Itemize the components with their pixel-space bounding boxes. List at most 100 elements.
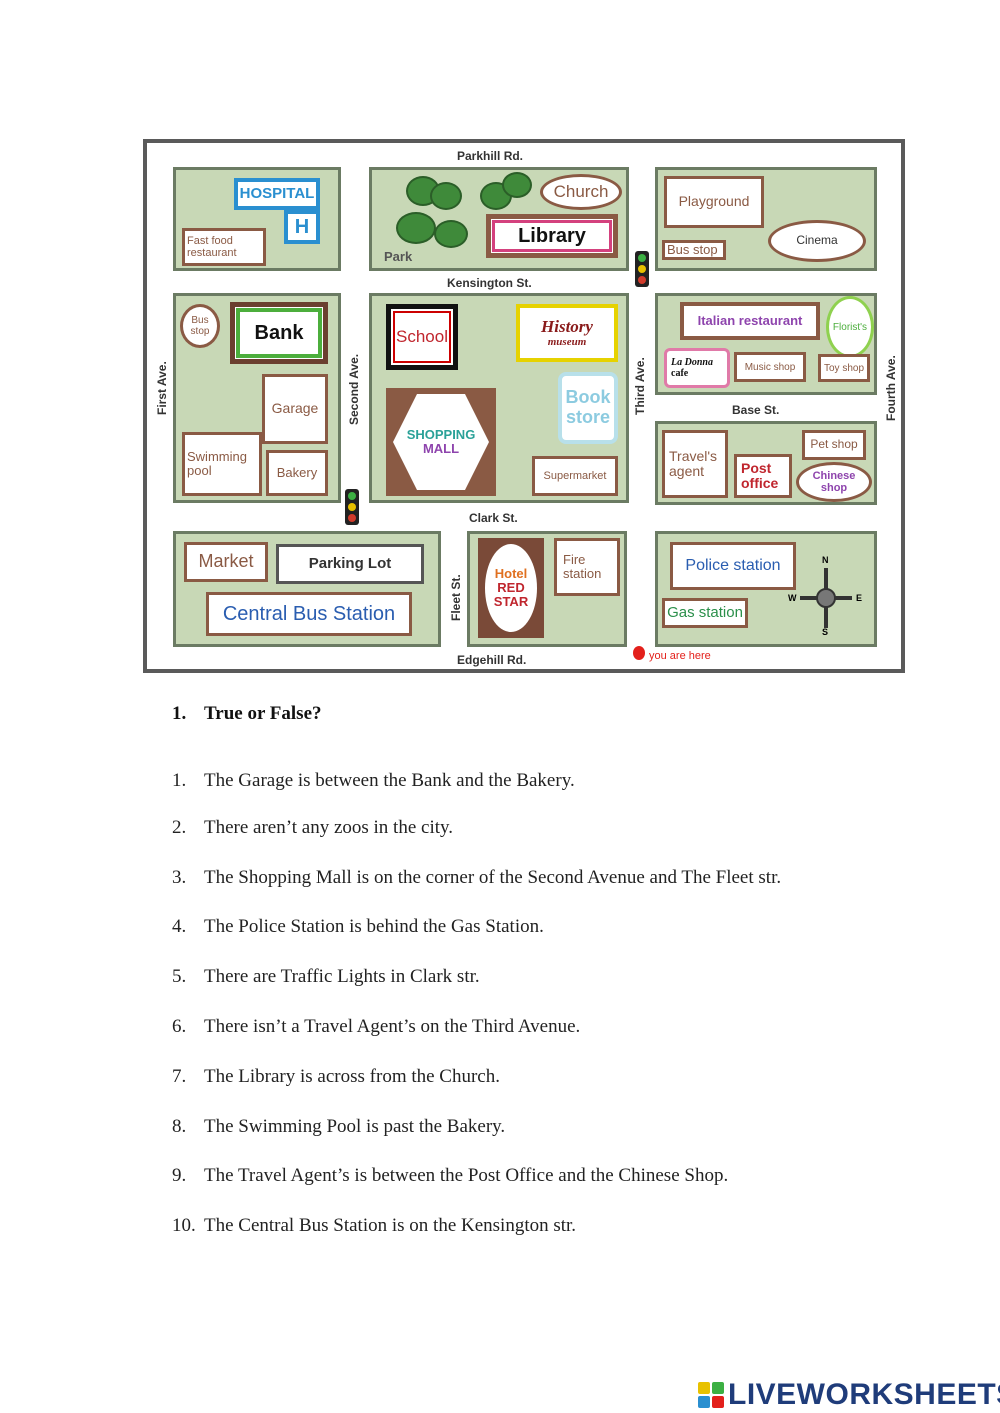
city-map: Parkhill Rd. Kensington St. Base St. Cla… [143, 139, 905, 673]
question-number: 3. [172, 867, 187, 888]
street-first-ave: First Ave. [155, 361, 169, 415]
question-text: The Garage is between the Bank and the B… [204, 770, 575, 791]
travels-agent-label-2: agent [669, 463, 705, 479]
tree-icon [430, 182, 462, 210]
question-number: 6. [172, 1016, 187, 1037]
block-hotel: Hotel RED STAR Fire station [467, 531, 627, 647]
shopping-mall-label-1: SHOPPING [406, 426, 476, 442]
question-number: 5. [172, 966, 187, 987]
question-5: 5.There are Traffic Lights in Clark str. [172, 966, 480, 988]
compass-s: S [822, 627, 829, 637]
tree-icon [396, 212, 436, 244]
compass-n: N [822, 555, 829, 565]
hospital-h-label: H [294, 216, 310, 238]
travels-agent: Travel's agent [662, 430, 728, 498]
block-bank: Bus stop Bank Garage Swimming pool Baker… [173, 293, 341, 503]
block-park: Park Church Library [369, 167, 629, 271]
la-donna-cafe: La Donna cafe [664, 348, 730, 388]
bakery-label: Bakery [276, 464, 318, 480]
you-are-here-label: you are here [649, 650, 711, 662]
question-text: The Shopping Mall is on the corner of th… [204, 867, 782, 888]
question-number: 9. [172, 1165, 187, 1186]
central-bus-station-label: Central Bus Station [222, 603, 396, 625]
question-text: The Swimming Pool is past the Bakery. [204, 1116, 506, 1137]
block-hospital: HOSPITAL H Fast food restaurant [173, 167, 341, 271]
school: School [386, 304, 458, 370]
question-4: 4.The Police Station is behind the Gas S… [172, 916, 544, 938]
hospital: HOSPITAL [234, 178, 320, 210]
school-label: School [396, 326, 448, 346]
swimming-pool-label: Swimming pool [187, 448, 247, 478]
la-donna-label-1: La Donna [671, 357, 713, 368]
fire-station-label-1: Fire [563, 551, 586, 567]
chinese-shop-label-2: shop [820, 482, 848, 494]
shopping-mall-frame: SHOPPING MALL [386, 388, 496, 496]
tree-icon [502, 172, 532, 198]
street-base: Base St. [732, 403, 780, 417]
book-store-label-1: Book [565, 387, 611, 408]
question-number: 2. [172, 817, 187, 838]
section-number: 1. [172, 703, 187, 724]
tree-icon [434, 220, 468, 248]
shopping-mall: SHOPPING MALL [393, 394, 489, 490]
question-2: 2. There aren’t any zoos in the city. [172, 817, 453, 839]
book-store-label-2: store [565, 407, 610, 427]
street-parkhill: Parkhill Rd. [457, 149, 524, 163]
fast-food-label: Fast food restaurant [187, 234, 237, 259]
question-text: The Police Station is behind the Gas Sta… [204, 916, 544, 937]
hotel-label-3: STAR [493, 594, 529, 610]
block-market: Market Parking Lot Central Bus Station [173, 531, 441, 647]
question-number: 1. [172, 770, 187, 791]
la-donna-label-2: cafe [671, 368, 689, 379]
police-station: Police station [670, 542, 796, 590]
street-fourth-ave: Fourth Ave. [884, 355, 898, 421]
question-number: 8. [172, 1116, 187, 1137]
history-museum: History museum [516, 304, 618, 362]
fire-station-label-2: station [563, 566, 602, 581]
bus-stop-left: Bus stop [180, 304, 220, 348]
logo-wordmark: LIVEWORKSHEETS [728, 1378, 1000, 1411]
history-museum-label-1: History [541, 316, 593, 336]
market-label: Market [198, 551, 254, 572]
street-second-ave: Second Ave. [347, 353, 361, 425]
church-label: Church [553, 181, 609, 201]
logo-tiles-icon [698, 1382, 724, 1408]
hotel-label-1: Hotel [494, 565, 528, 581]
travels-agent-label-1: Travel's [669, 447, 718, 464]
liveworksheets-logo[interactable]: LIVEWORKSHEETS [698, 1378, 1000, 1412]
hotel-red-star: Hotel RED STAR [485, 544, 537, 632]
post-office: Post office [734, 454, 792, 498]
bus-stop-left-label: Bus stop [190, 315, 210, 337]
history-museum-label-2: museum [547, 336, 587, 349]
supermarket-label: Supermarket [543, 469, 607, 482]
traffic-light-icon [345, 489, 359, 525]
fast-food-restaurant: Fast food restaurant [182, 228, 266, 266]
pet-shop-label: Pet shop [810, 437, 858, 452]
italian-restaurant-label: Italian restaurant [697, 312, 803, 328]
question-6: 6. There isn’t a Travel Agent’s on the Th… [172, 1016, 580, 1038]
post-office-label-2: office [741, 475, 779, 491]
block-travel: Travel's agent Post office Pet shop Chin… [655, 421, 877, 505]
gas-station-label: Gas station [667, 603, 743, 621]
question-text: There aren’t any zoos in the city. [204, 817, 454, 838]
bus-stop-top: Bus stop [662, 240, 726, 260]
toy-shop-label: Toy shop [823, 362, 865, 374]
section-heading: 1.True or False? [172, 703, 322, 725]
parking-lot-label: Parking Lot [308, 554, 392, 572]
hospital-label: HOSPITAL [239, 184, 315, 202]
police-station-label: Police station [685, 557, 781, 575]
question-text: There isn’t a Travel Agent’s on the Thir… [204, 1016, 581, 1037]
pet-shop: Pet shop [802, 430, 866, 460]
street-kensington: Kensington St. [447, 276, 532, 290]
music-shop-label: Music shop [744, 361, 796, 373]
question-10: 10.The Central Bus Station is on the Ken… [172, 1215, 576, 1237]
bank-label: Bank [254, 322, 304, 344]
garage-label: Garage [271, 400, 319, 417]
cinema-label: Cinema [796, 233, 838, 248]
gas-station: Gas station [662, 598, 748, 628]
park-label: Park [384, 249, 413, 264]
cinema: Cinema [768, 220, 866, 262]
you-are-here-marker-icon [633, 646, 645, 660]
question-number: 7. [172, 1066, 187, 1087]
bank: Bank [230, 302, 328, 364]
